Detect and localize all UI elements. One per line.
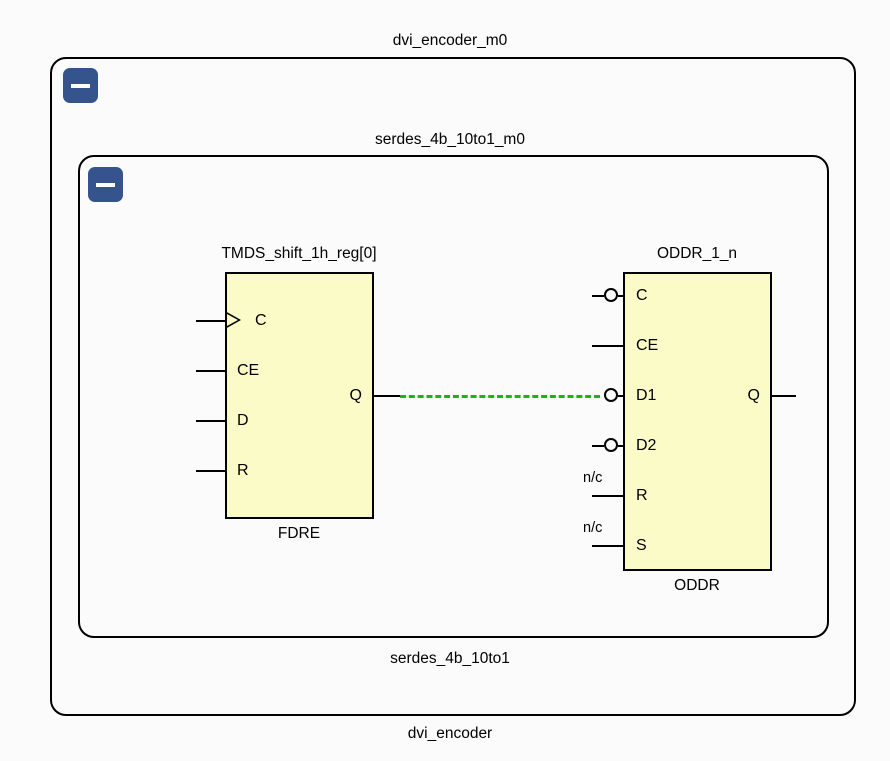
fdre-pin-wire-d[interactable] xyxy=(196,420,225,422)
oddr-pin-wire-d2[interactable] xyxy=(592,445,604,447)
oddr-inversion-bubble-c xyxy=(604,288,618,302)
fdre-pin-label-q: Q xyxy=(349,387,362,404)
oddr-pin-wire-s[interactable] xyxy=(592,545,624,547)
fdre-pin-wire-q[interactable] xyxy=(374,395,400,397)
oddr-pin-label-d2: D2 xyxy=(636,437,657,454)
oddr-pin-label-ce: CE xyxy=(636,337,659,354)
fdre-primitive-type-label: FDRE xyxy=(277,525,321,542)
fdre-pin-label-ce: CE xyxy=(237,362,260,379)
oddr-pin-wire-d1-stub xyxy=(618,395,624,397)
fdre-pin-label-r: R xyxy=(237,462,249,479)
oddr-inversion-bubble-d2 xyxy=(604,438,618,452)
oddr-nc-label-r: n/c xyxy=(583,470,603,486)
fdre-cell-body[interactable] xyxy=(225,272,374,519)
inner-module-bottom-label: serdes_4b_10to1 xyxy=(390,650,510,667)
oddr-pin-label-r: R xyxy=(636,487,648,504)
oddr-nc-label-s: n/c xyxy=(583,520,603,536)
fdre-pin-label-d: D xyxy=(237,412,249,429)
oddr-pin-wire-d2-stub xyxy=(618,445,624,447)
fdre-instance-name: TMDS_shift_1h_reg[0] xyxy=(221,245,377,262)
inner-collapse-minus-icon[interactable] xyxy=(88,167,123,202)
fdre-pin-label-c: C xyxy=(255,312,267,329)
inner-module-top-label: serdes_4b_10to1_m0 xyxy=(375,131,525,148)
outer-module-bottom-label: dvi_encoder xyxy=(407,725,493,742)
fdre-clock-triangle-inner-icon xyxy=(227,314,238,326)
oddr-pin-label-q: Q xyxy=(747,387,760,404)
outer-module-top-label: dvi_encoder_m0 xyxy=(392,32,508,49)
oddr-pin-wire-c[interactable] xyxy=(592,295,604,297)
oddr-pin-wire-q[interactable] xyxy=(772,395,796,397)
fdre-pin-wire-c[interactable] xyxy=(196,320,225,322)
fdre-pin-wire-ce[interactable] xyxy=(196,370,225,372)
oddr-inversion-bubble-d1 xyxy=(604,388,618,402)
outer-collapse-minus-icon[interactable] xyxy=(63,68,98,103)
oddr-instance-name: ODDR_1_n xyxy=(656,245,738,262)
oddr-pin-wire-ce[interactable] xyxy=(592,345,624,347)
oddr-primitive-type-label: ODDR xyxy=(674,577,720,594)
oddr-pin-wire-c-stub xyxy=(618,295,624,297)
oddr-pin-wire-r[interactable] xyxy=(592,495,624,497)
oddr-pin-label-s: S xyxy=(636,537,647,554)
fdre-pin-wire-r[interactable] xyxy=(196,470,225,472)
oddr-cell-body[interactable] xyxy=(623,272,772,571)
net-fdre-q-to-oddr-d1[interactable] xyxy=(400,395,600,398)
oddr-pin-label-d1: D1 xyxy=(636,387,657,404)
oddr-pin-label-c: C xyxy=(636,287,648,304)
